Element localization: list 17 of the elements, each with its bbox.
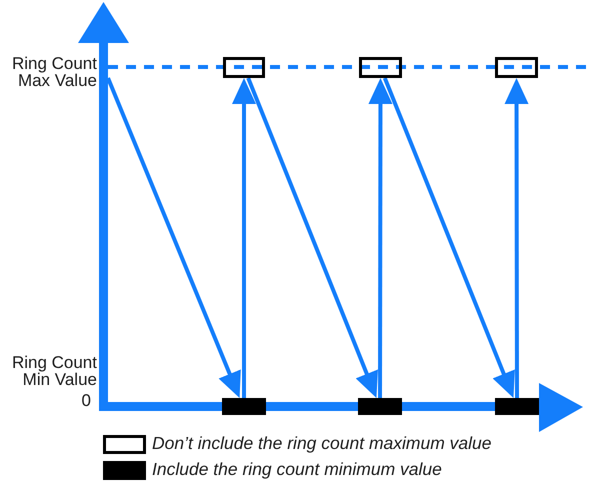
filled-marker — [495, 398, 539, 415]
arrow — [504, 78, 529, 398]
open-marker — [359, 57, 402, 78]
open-marker — [495, 57, 538, 78]
arrow — [368, 78, 392, 398]
axis-label: 0 — [82, 392, 91, 409]
arrow — [106, 77, 241, 398]
arrow — [246, 77, 378, 398]
arrow — [382, 77, 515, 398]
open-marker — [223, 57, 265, 78]
arrow — [232, 78, 256, 398]
axis-label: Ring Count Min Value — [10, 354, 97, 388]
axis-label: Ring Count Max Value — [10, 55, 97, 89]
filled-marker — [222, 398, 266, 415]
legend-text: Include the ring count minimum value — [152, 459, 442, 479]
legend-text: Don’t include the ring count maximum value — [152, 433, 492, 453]
filled-marker — [358, 398, 402, 415]
